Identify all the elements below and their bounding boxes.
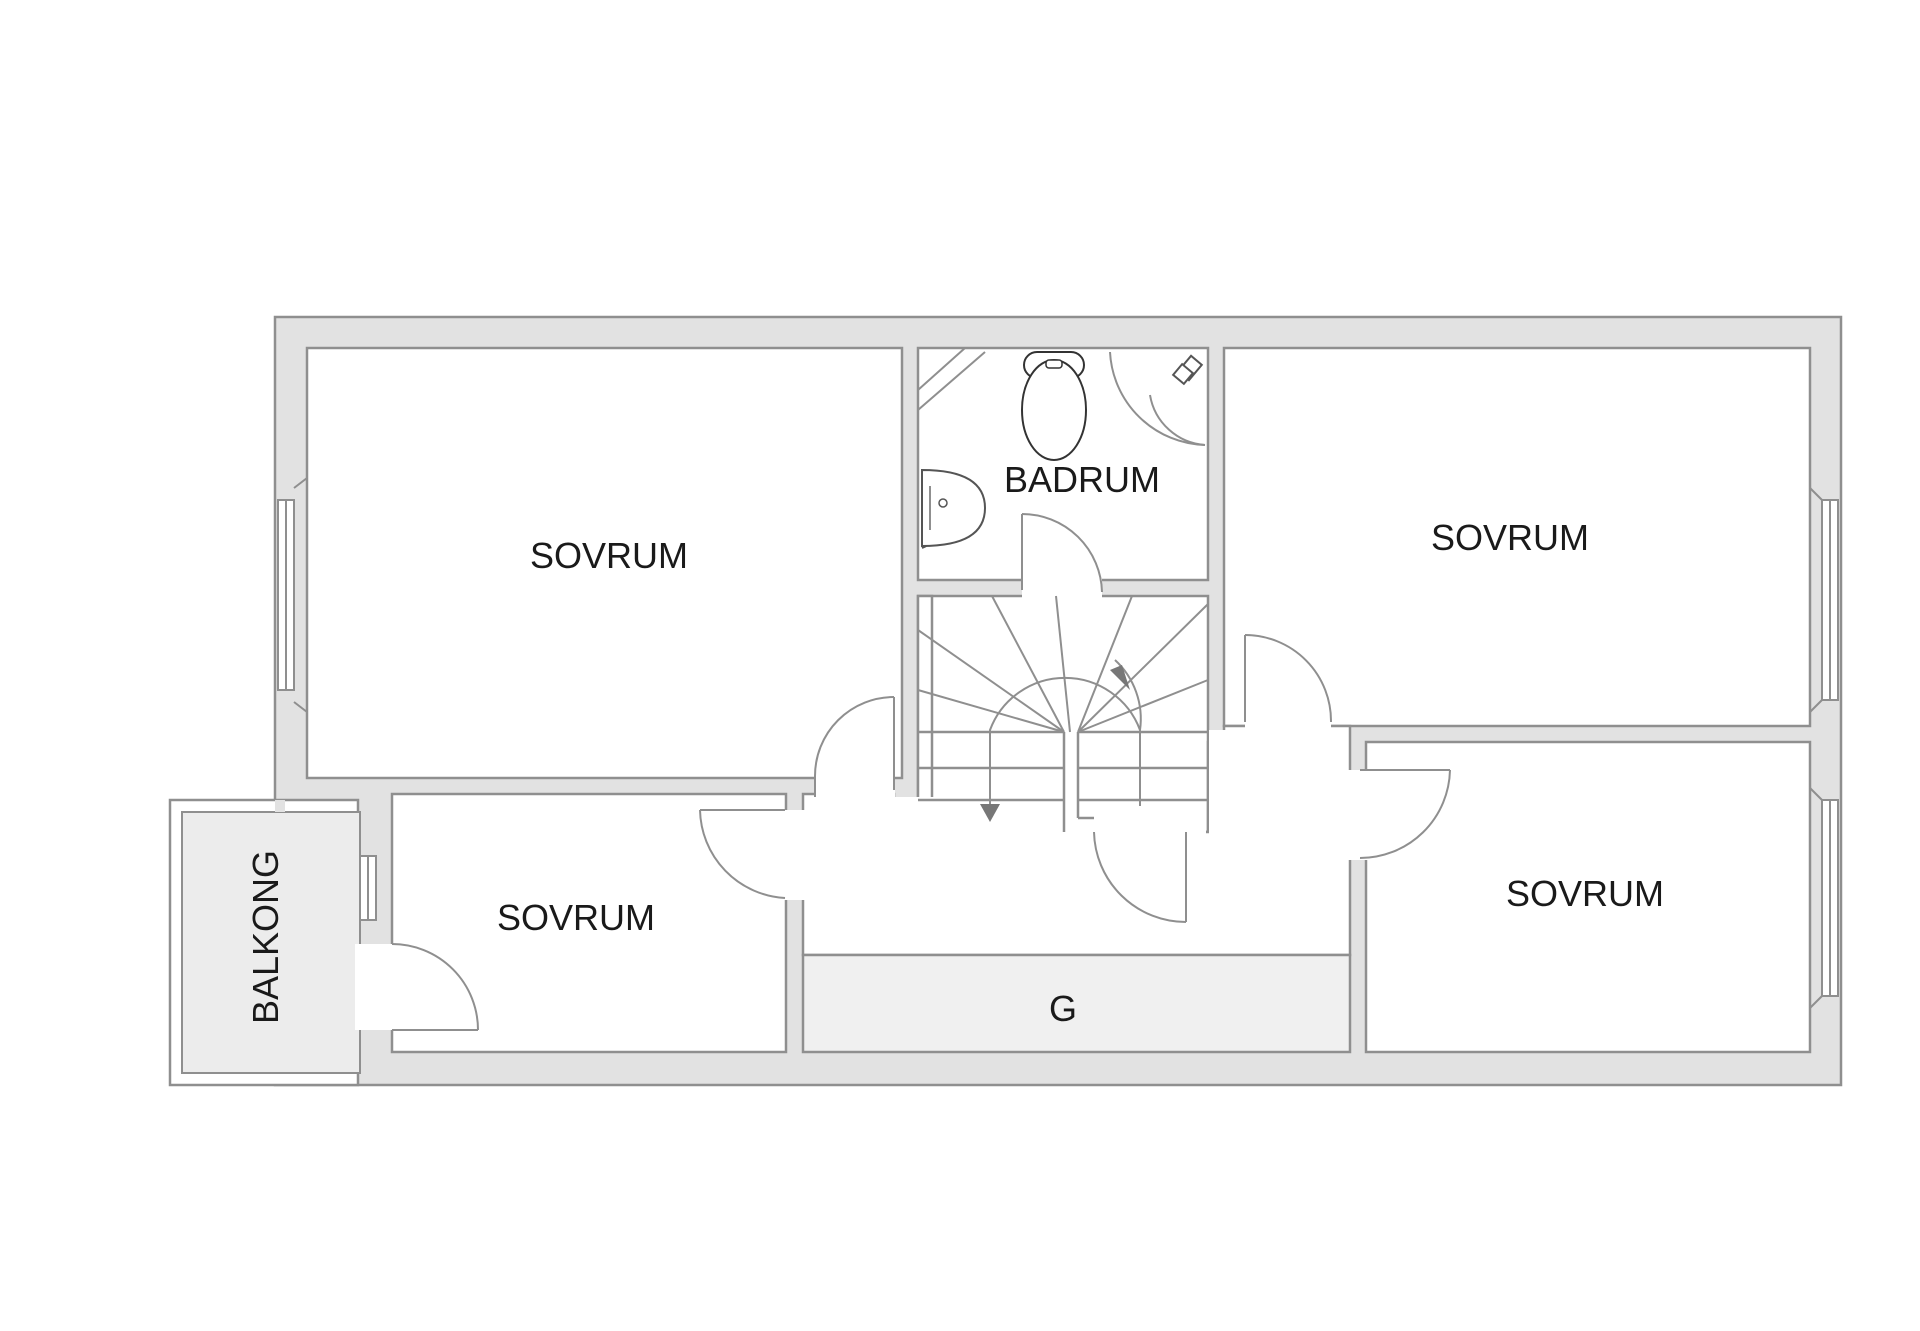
bathroom-corner-detail xyxy=(917,347,986,411)
sink-icon xyxy=(921,468,987,549)
room-storage[interactable] xyxy=(801,953,1352,1054)
label-balcony: BALKONG xyxy=(245,850,286,1024)
label-bathroom: BADRUM xyxy=(1004,459,1160,500)
doors xyxy=(355,513,1451,1031)
toilet-icon xyxy=(1021,351,1087,461)
room-bedroom-bottom-right[interactable] xyxy=(1364,740,1812,1054)
label-bedroom-mid-left: SOVRUM xyxy=(497,897,655,938)
room-bedroom-top-right[interactable] xyxy=(1222,346,1812,728)
label-bedroom-top-left: SOVRUM xyxy=(530,535,688,576)
label-bedroom-bottom-right: SOVRUM xyxy=(1506,873,1664,914)
stairs xyxy=(917,595,1209,832)
balcony[interactable] xyxy=(168,798,361,1087)
shower-head-icon xyxy=(1109,351,1206,446)
stair-arrow-icon xyxy=(980,665,1130,822)
room-bedroom-mid-left[interactable] xyxy=(390,792,788,1054)
label-storage: G xyxy=(1049,988,1077,1029)
window-icon xyxy=(277,477,1839,1009)
room-bedroom-top-left[interactable] xyxy=(305,346,904,780)
label-bedroom-top-right: SOVRUM xyxy=(1431,517,1589,558)
